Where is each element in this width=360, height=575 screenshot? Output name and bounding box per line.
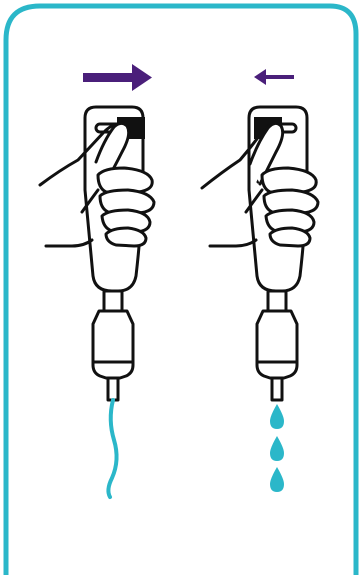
water-drop-icon (270, 436, 284, 461)
arrow-left-icon (254, 69, 294, 85)
frame-border (6, 6, 356, 575)
water-drop-icon (270, 404, 284, 429)
water-drops (270, 404, 284, 492)
water-stream-icon (108, 400, 116, 497)
water-drop-icon (270, 467, 284, 492)
panel-left (40, 64, 154, 497)
panel-right (202, 69, 318, 492)
arrow-right-icon (83, 64, 152, 91)
